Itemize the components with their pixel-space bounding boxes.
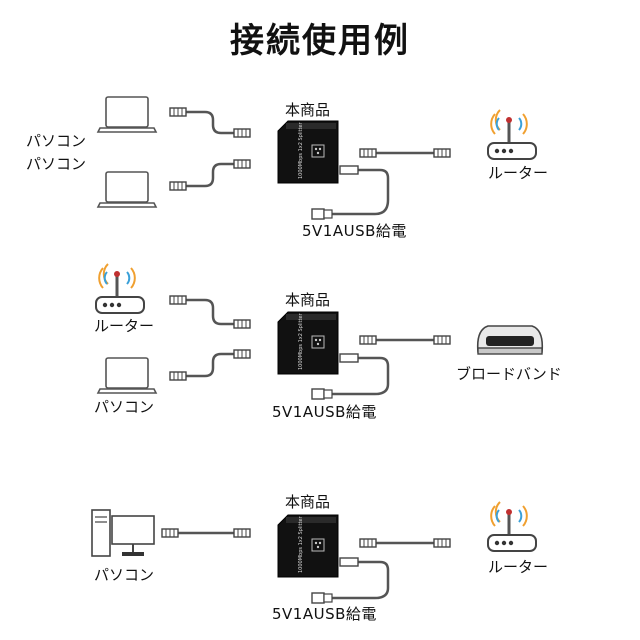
- page-title: 接続使用例: [230, 21, 410, 61]
- ethernet-cable-icon: [186, 162, 240, 188]
- router-label: ルーター: [488, 558, 549, 576]
- section2-router: [94, 260, 146, 315]
- usb-cable: [325, 356, 390, 396]
- ethernet-cable-icon: [186, 352, 240, 378]
- pc-label: パソコン: [26, 155, 87, 173]
- section2-splitter: [277, 311, 339, 375]
- power-label: 5V1AUSB給電: [272, 605, 377, 623]
- section1-splitter: [277, 120, 339, 184]
- usb-cable: [325, 560, 390, 600]
- section1-laptop-top: [97, 96, 157, 133]
- ethernet-cable-icon: [186, 110, 240, 135]
- product-label: 本商品: [285, 493, 331, 511]
- section3-router: [486, 498, 538, 553]
- router-label: ルーター: [94, 317, 155, 335]
- section2-broadband-modem: [476, 325, 544, 355]
- product-label: 本商品: [285, 101, 331, 119]
- product-label: 本商品: [285, 291, 331, 309]
- usb-cable: [325, 168, 390, 216]
- pc-label: パソコン: [94, 566, 155, 584]
- section1-laptop-bottom: [97, 171, 157, 208]
- pc-label: パソコン: [26, 132, 87, 150]
- power-label: 5V1AUSB給電: [272, 403, 377, 421]
- section1-router: [486, 106, 538, 161]
- router-label: ルーター: [488, 164, 549, 182]
- ethernet-cable-icon: [186, 298, 240, 326]
- broadband-label: ブロードバンド: [456, 365, 562, 383]
- section3-splitter: [277, 514, 339, 578]
- power-label: 5V1AUSB給電: [302, 222, 407, 240]
- section2-laptop: [97, 357, 157, 394]
- section3-desktop-pc: [91, 509, 155, 557]
- pc-label: パソコン: [94, 398, 155, 416]
